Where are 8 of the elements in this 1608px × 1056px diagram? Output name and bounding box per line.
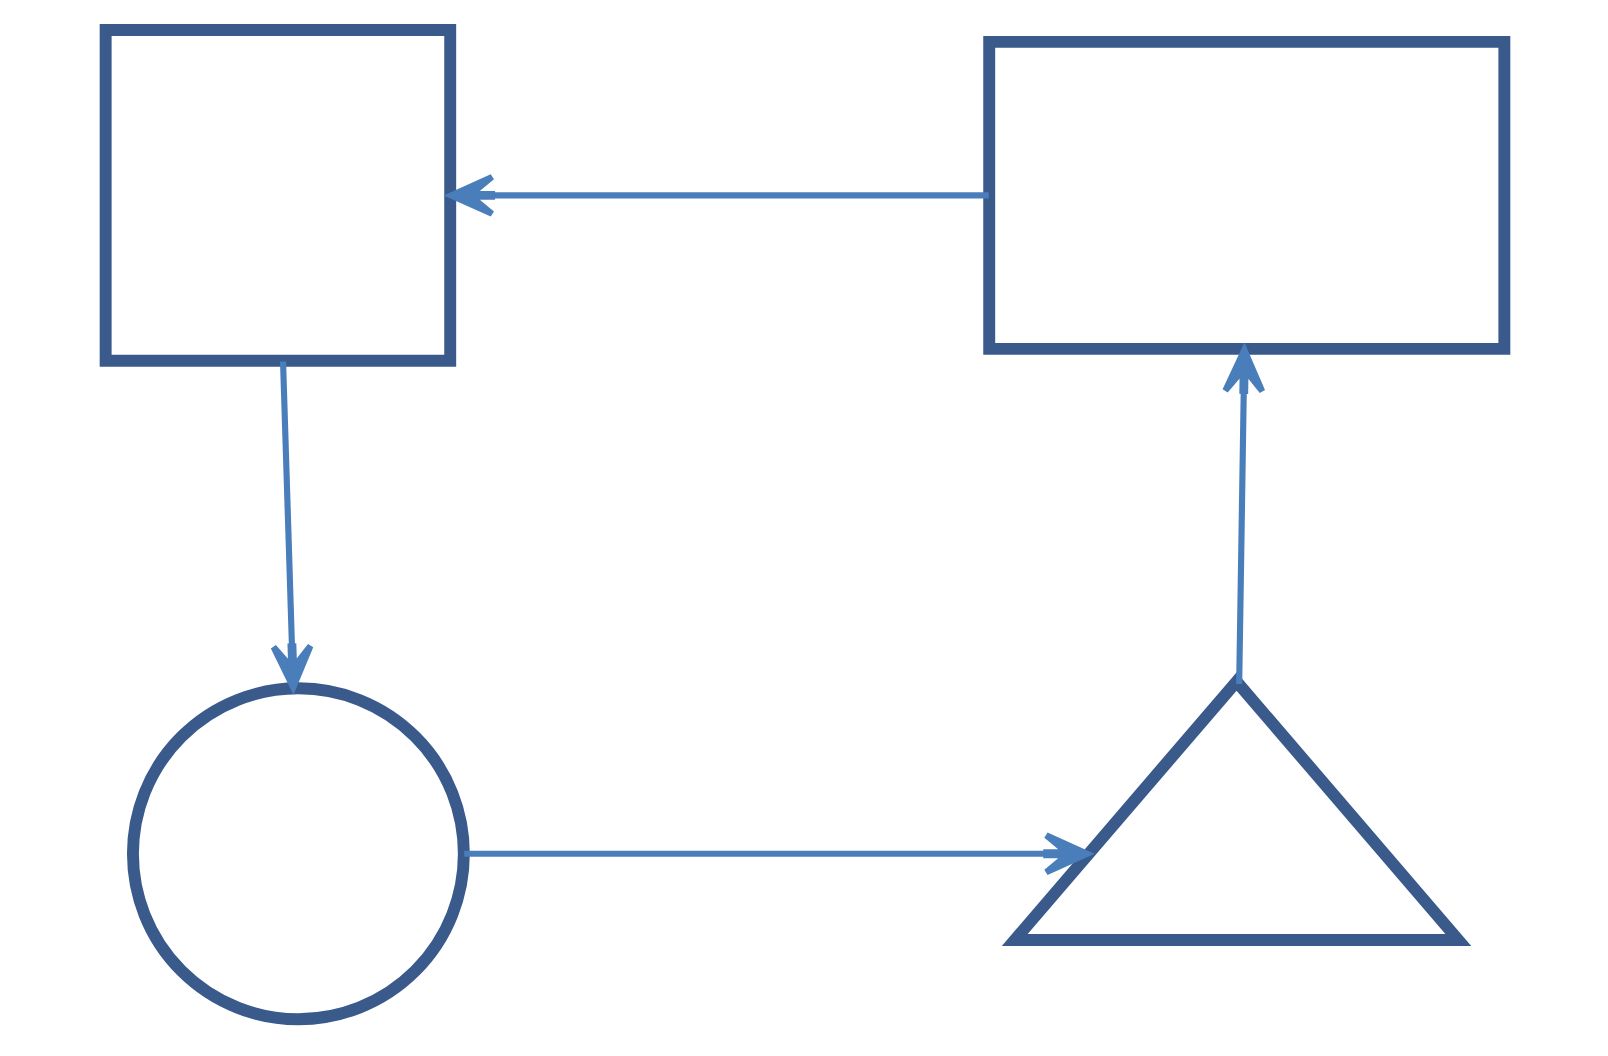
arrow (447, 173, 988, 217)
node-box (98, 23, 456, 367)
node-box (982, 35, 1510, 355)
arrow (1221, 346, 1265, 685)
arrow (269, 361, 313, 691)
node-triangle (1000, 672, 1471, 946)
node-circle (125, 682, 469, 1026)
arrow (463, 832, 1090, 876)
